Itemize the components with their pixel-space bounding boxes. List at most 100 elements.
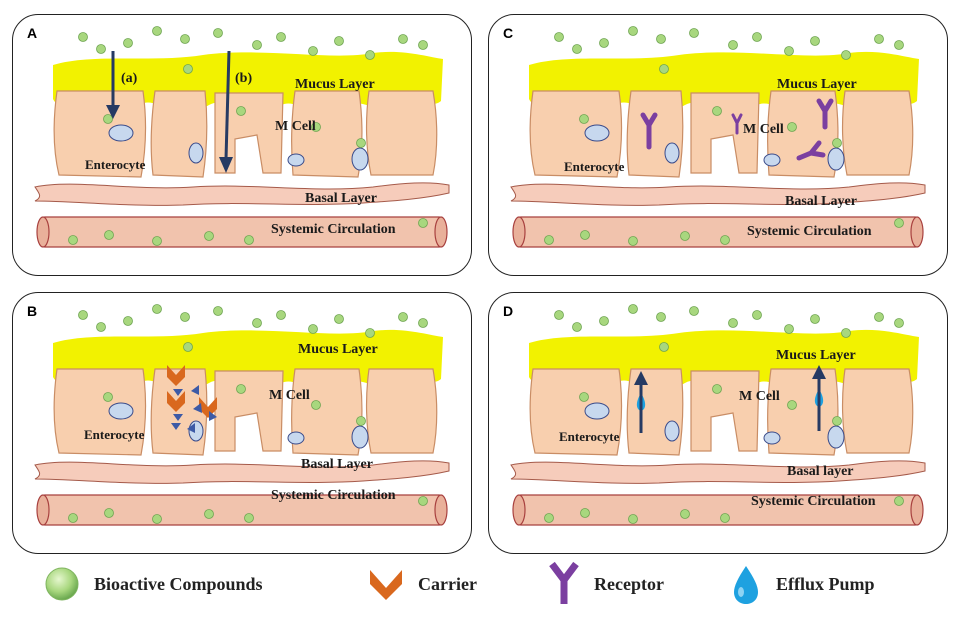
bioactive-compound-icon bbox=[728, 318, 738, 328]
legend-efflux: Efflux Pump bbox=[728, 556, 875, 612]
bioactive-compound-icon bbox=[204, 231, 214, 241]
bioactive-compound-icon bbox=[365, 328, 375, 338]
bioactive-compound-icon bbox=[656, 34, 666, 44]
bioactive-compound-icon bbox=[579, 392, 589, 402]
bioactive-compound-icon bbox=[45, 567, 79, 601]
nucleus bbox=[287, 431, 305, 445]
bioactive-compound-icon bbox=[689, 306, 699, 316]
m-cell-label: M Cell bbox=[275, 119, 316, 134]
bioactive-compound-icon bbox=[894, 496, 904, 506]
bioactive-compound-icon bbox=[68, 513, 78, 523]
bioactive-compound-icon bbox=[180, 34, 190, 44]
bioactive-compound-icon bbox=[712, 384, 722, 394]
panel-b-labels: Mucus Layer M Cell Enterocyte Basal Laye… bbox=[84, 342, 396, 503]
bioactive-compound-icon bbox=[236, 384, 246, 394]
bioactive-compound-icon bbox=[680, 231, 690, 241]
bioactive-compound-icon bbox=[894, 218, 904, 228]
bioactive-compound-icon bbox=[599, 38, 609, 48]
epithelium bbox=[510, 304, 926, 526]
legend-receptor-label: Receptor bbox=[594, 573, 664, 594]
transport-arrow-icon bbox=[171, 385, 217, 433]
enterocyte-label: Enterocyte bbox=[84, 427, 145, 442]
bioactive-compound-icon bbox=[418, 40, 428, 50]
bioactive-compound-icon bbox=[308, 324, 318, 334]
bioactive-compound-icon bbox=[720, 513, 730, 523]
basal-layer bbox=[510, 460, 926, 484]
vessel-end bbox=[910, 494, 924, 526]
bioactive-compound-icon bbox=[832, 138, 842, 148]
panel-c: Mucus Layer M Cell Enterocyte Basal Laye… bbox=[488, 14, 948, 276]
epithelium bbox=[510, 26, 926, 248]
bioactive-compound-icon bbox=[580, 508, 590, 518]
mucus-layer-label: Mucus Layer bbox=[295, 77, 375, 92]
enterocyte-cell bbox=[841, 90, 914, 176]
bioactive-compound-icon bbox=[152, 514, 162, 524]
nucleus bbox=[584, 124, 610, 142]
panel-letter-d: D bbox=[503, 303, 514, 319]
bioactive-compound-icon bbox=[308, 46, 318, 56]
enterocyte-cell bbox=[690, 370, 760, 452]
bioactive-compound-icon bbox=[252, 40, 262, 50]
bioactive-compound-icon bbox=[276, 32, 286, 42]
panel-a-labels: Mucus Layer M Cell Enterocyte Basal Laye… bbox=[85, 77, 396, 237]
bioactive-compound-icon bbox=[728, 40, 738, 50]
nucleus bbox=[287, 153, 305, 167]
basal-layer-label: Basal Layer bbox=[785, 194, 857, 209]
efflux-arrow bbox=[634, 365, 826, 433]
bioactive-compound-icon bbox=[103, 392, 113, 402]
panel-letter-b: B bbox=[27, 303, 38, 319]
panel-b-scene: Mucus Layer M Cell Enterocyte Basal Laye… bbox=[34, 304, 450, 526]
vessel-end bbox=[36, 216, 50, 248]
bioactive-compound-icon bbox=[628, 304, 638, 314]
systemic-circulation-label: Systemic Circulation bbox=[271, 488, 396, 503]
bioactive-compound-icon bbox=[894, 40, 904, 50]
enterocyte-cell bbox=[529, 90, 623, 178]
bioactive-compound-icon bbox=[656, 312, 666, 322]
basal-layer-label: Basal layer bbox=[787, 464, 854, 479]
enterocyte-cell bbox=[53, 368, 147, 456]
bioactive-compound-icon bbox=[680, 509, 690, 519]
receptor-icon bbox=[549, 561, 579, 604]
nucleus bbox=[351, 147, 369, 171]
m-cell-label: M Cell bbox=[743, 122, 784, 137]
route-b-label: (b) bbox=[235, 71, 252, 86]
bioactive-compound-icon bbox=[252, 318, 262, 328]
bioactive-compound-icon bbox=[599, 316, 609, 326]
bioactive-compound-icon bbox=[311, 400, 321, 410]
bioactive-compound-icon bbox=[152, 304, 162, 314]
systemic-circulation-label: Systemic Circulation bbox=[747, 224, 872, 239]
panel-a-extras: (a) (b) bbox=[106, 50, 252, 173]
bioactive-compound-icon bbox=[418, 218, 428, 228]
bioactive-compound-icon bbox=[123, 316, 133, 326]
enterocyte-cell bbox=[365, 90, 438, 176]
bioactive-compound-icon bbox=[554, 32, 564, 42]
enterocyte-cell bbox=[53, 90, 147, 178]
nucleus bbox=[351, 425, 369, 449]
bioactive-compound-icon bbox=[311, 122, 321, 132]
bioactive-compound-icon bbox=[204, 509, 214, 519]
bioactive-compound-icon bbox=[68, 235, 78, 245]
bioactive-compound-icon bbox=[894, 318, 904, 328]
systemic-circulation-label: Systemic Circulation bbox=[751, 494, 876, 509]
bioactive-compound-icon bbox=[720, 235, 730, 245]
panel-b-extras bbox=[167, 365, 217, 433]
nucleus bbox=[827, 425, 845, 449]
panel-d: Mucus Layer M Cell Enterocyte Basal laye… bbox=[488, 292, 948, 554]
panel-d-labels: Mucus Layer M Cell Enterocyte Basal laye… bbox=[559, 348, 876, 509]
enterocyte-cell bbox=[841, 368, 914, 454]
nucleus bbox=[584, 402, 610, 420]
legend-carrier: Carrier bbox=[366, 556, 477, 612]
bioactive-compound-icon bbox=[784, 46, 794, 56]
bioactive-compound-icon bbox=[244, 513, 254, 523]
bioactive-compound-icon bbox=[398, 312, 408, 322]
nucleus bbox=[827, 147, 845, 171]
basal-layer bbox=[34, 182, 450, 206]
basal-layer-label: Basal Layer bbox=[301, 457, 373, 472]
bioactive-compound-icon bbox=[103, 114, 113, 124]
bioactive-compound-icon bbox=[628, 236, 638, 246]
bioactive-compound-icon bbox=[841, 328, 851, 338]
vessel-end bbox=[36, 494, 50, 526]
bioactive-compound-icon bbox=[96, 322, 106, 332]
nucleus bbox=[664, 420, 680, 442]
bioactive-compound-icon bbox=[418, 496, 428, 506]
